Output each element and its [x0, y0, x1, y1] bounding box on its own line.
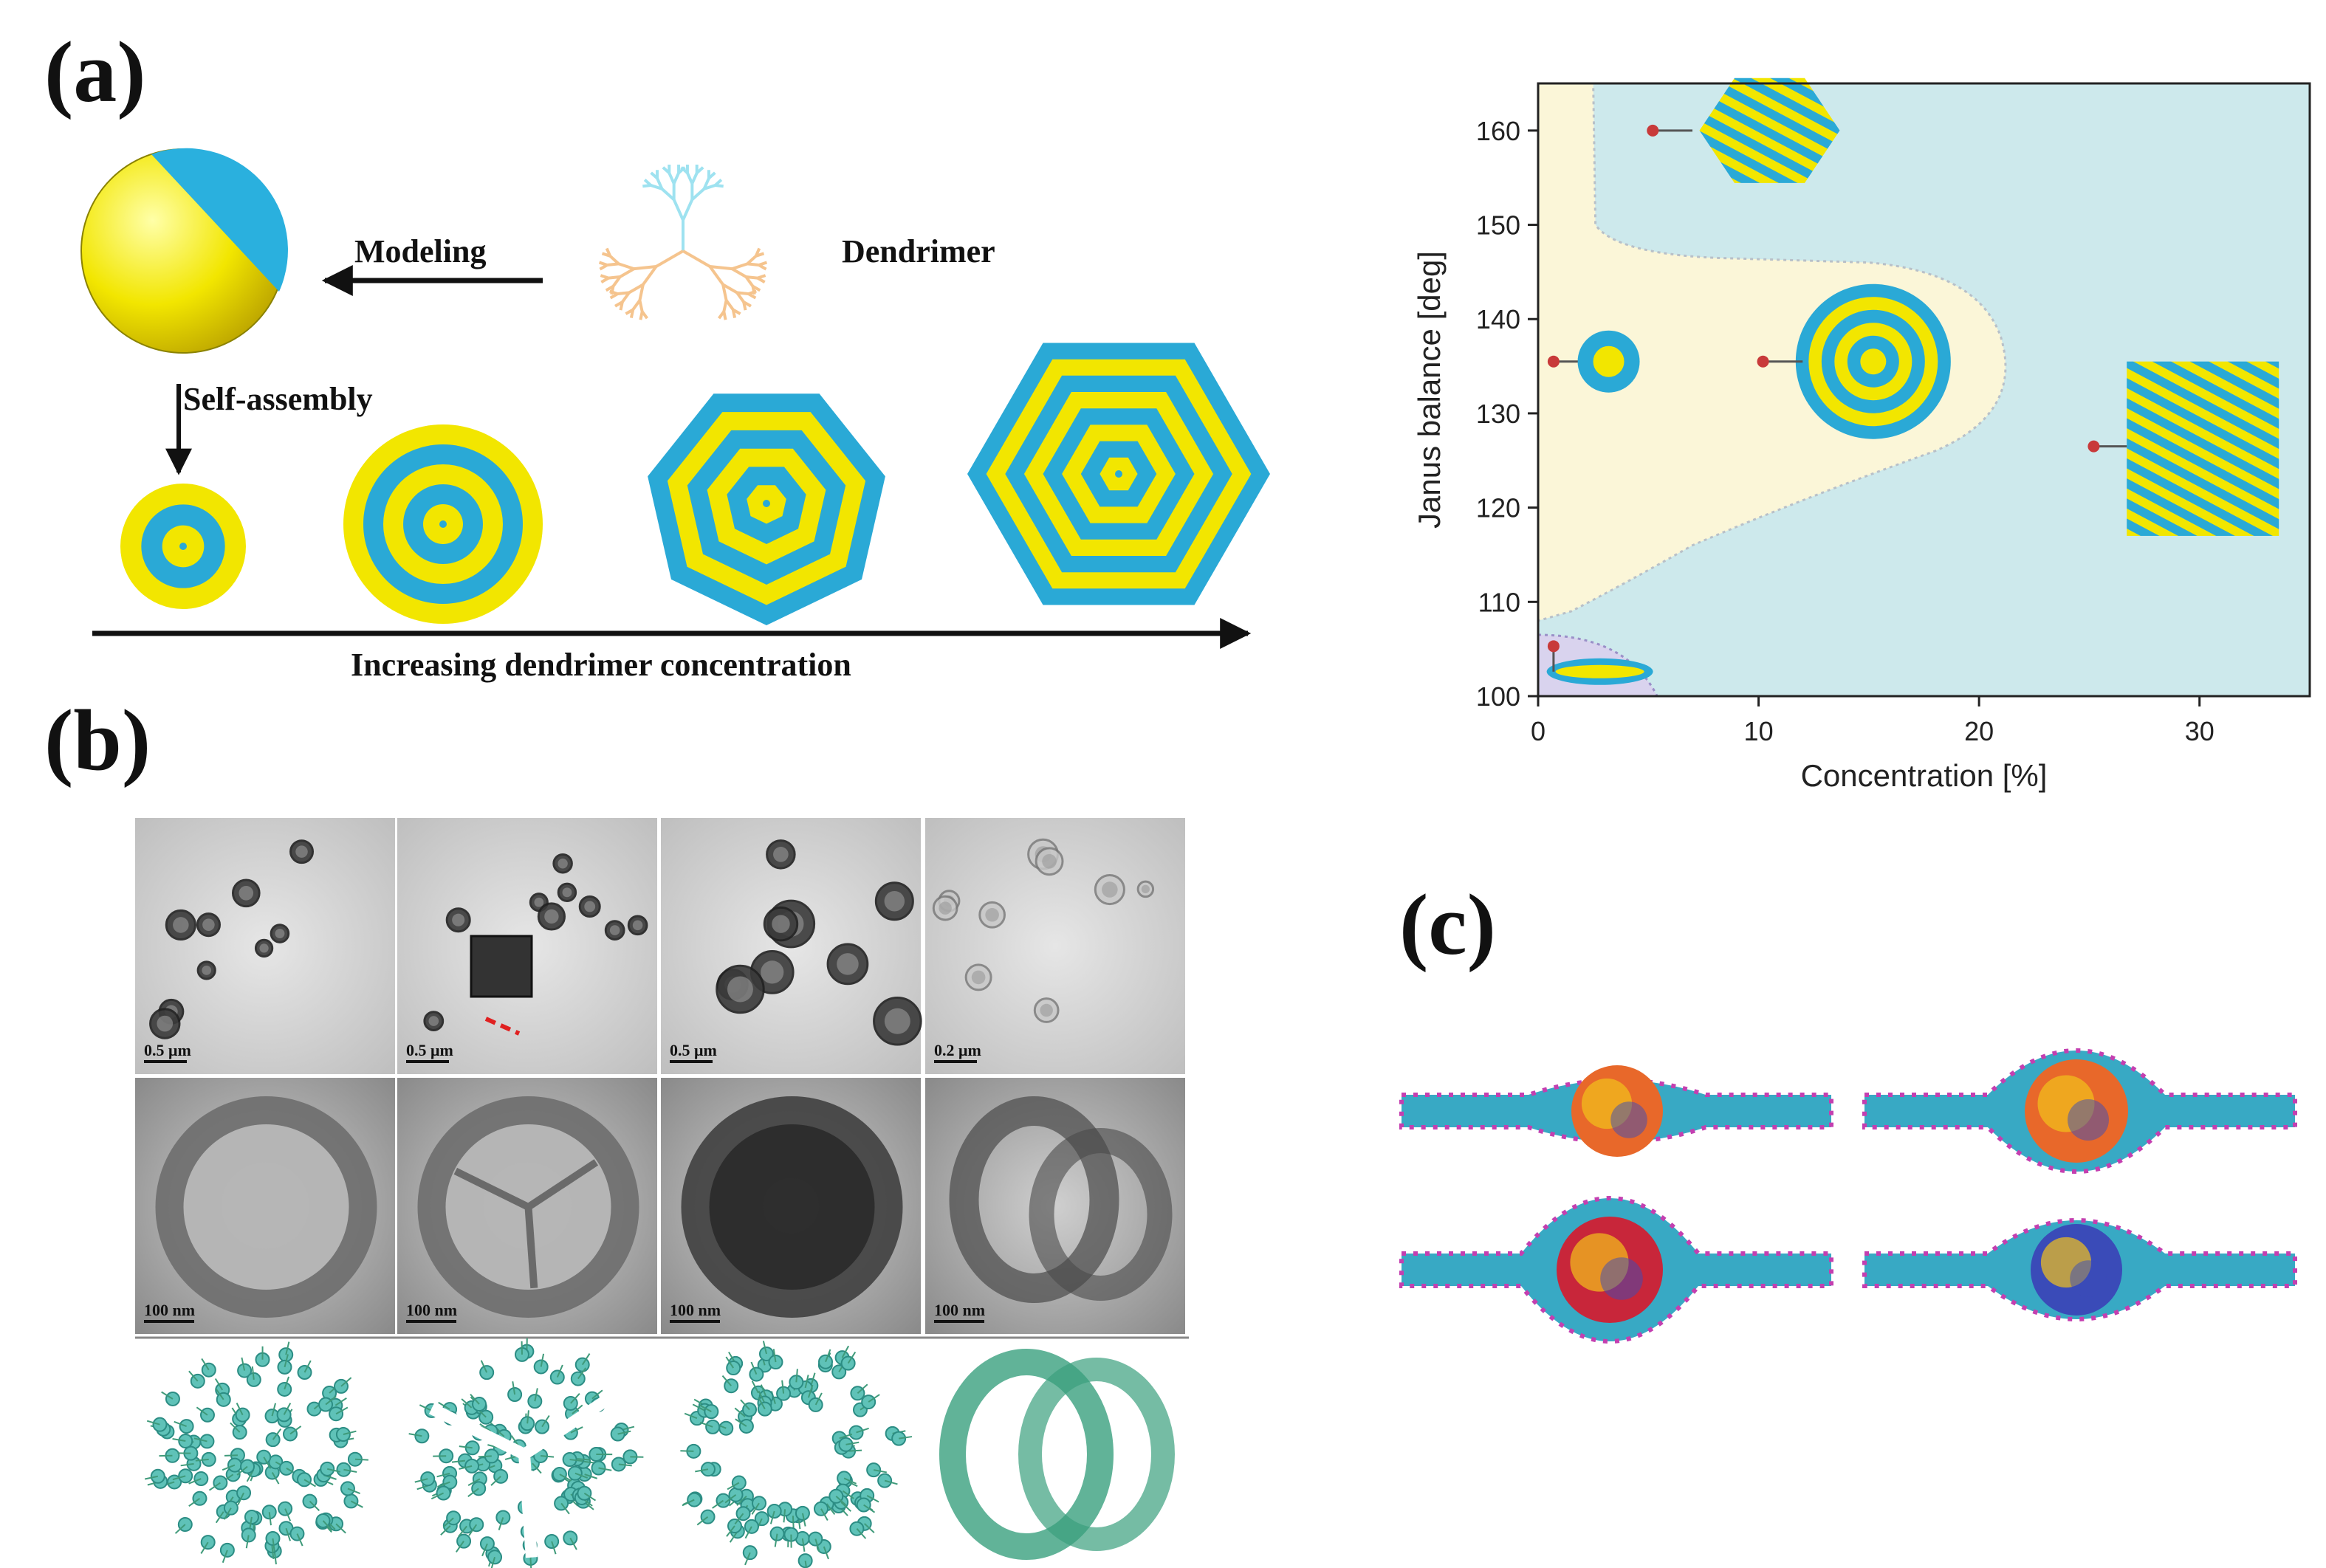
chart-axes: 0 10 20 30 100 110 120 130 140 150 160Concentratio… [1412, 82, 2311, 793]
dendrimersome-models [144, 1338, 1175, 1568]
tem-grid: 0.5 μm 0.5 μm 0.5 μm 0.2 μm 100 nm 100 nm 100 … [135, 818, 1189, 1339]
x-tick-label: 0 [1531, 716, 1545, 746]
panel-a-label: (a) [44, 24, 146, 120]
concentration-arrow-label: Increasing dendrimer concentration [351, 647, 851, 683]
panel-c-label: (c) [1399, 876, 1496, 973]
x-tick-label: 20 [1964, 716, 1994, 746]
phase-insets [1546, 78, 2279, 685]
scale-bar-label: 0.5 μm [670, 1041, 717, 1059]
scale-bar-label: 100 nm [144, 1301, 195, 1319]
membrane-simulations [1399, 1048, 2297, 1344]
y-tick-label: 140 [1476, 304, 1520, 334]
data-point [1547, 640, 1560, 653]
data-point [1757, 355, 1769, 368]
modeling-label: Modeling [354, 233, 487, 269]
assembly-row [120, 343, 1270, 625]
x-tick-label: 10 [1744, 716, 1774, 746]
scale-bar-label: 0.2 μm [934, 1041, 981, 1059]
scale-bar-label: 0.5 μm [144, 1041, 191, 1059]
y-tick-label: 120 [1476, 493, 1520, 523]
scale-bar-label: 100 nm [670, 1301, 721, 1319]
phase-regions [1537, 82, 2310, 698]
scale-bar-label: 100 nm [406, 1301, 457, 1319]
phase-diagram: 0 10 20 30 100 110 120 130 140 150 160Concentratio… [1412, 78, 2311, 793]
data-point [2087, 440, 2100, 453]
dendrimer-icon [598, 165, 768, 320]
scale-bar-label: 0.5 μm [406, 1041, 453, 1059]
y-tick-label: 110 [1478, 587, 1520, 617]
chart-points [1547, 124, 2127, 672]
y-tick-label: 100 [1476, 681, 1520, 712]
plot-frame [1537, 82, 2311, 698]
panel-b-label: (b) [44, 692, 151, 788]
x-tick-label: 30 [2185, 716, 2214, 746]
janus-sphere [80, 148, 288, 354]
y-axis-label: Janus balance [deg] [1412, 251, 1447, 529]
y-tick-label: 130 [1476, 399, 1520, 429]
x-axis-label: Concentration [%] [1801, 758, 2048, 793]
dendrimer-label: Dendrimer [842, 233, 995, 269]
data-point [1647, 124, 1659, 137]
y-tick-label: 160 [1476, 116, 1520, 146]
data-point [1547, 355, 1560, 368]
y-tick-label: 150 [1476, 210, 1520, 241]
self-assembly-label: Self-assembly [183, 381, 373, 417]
scale-bar-label: 100 nm [934, 1301, 985, 1319]
